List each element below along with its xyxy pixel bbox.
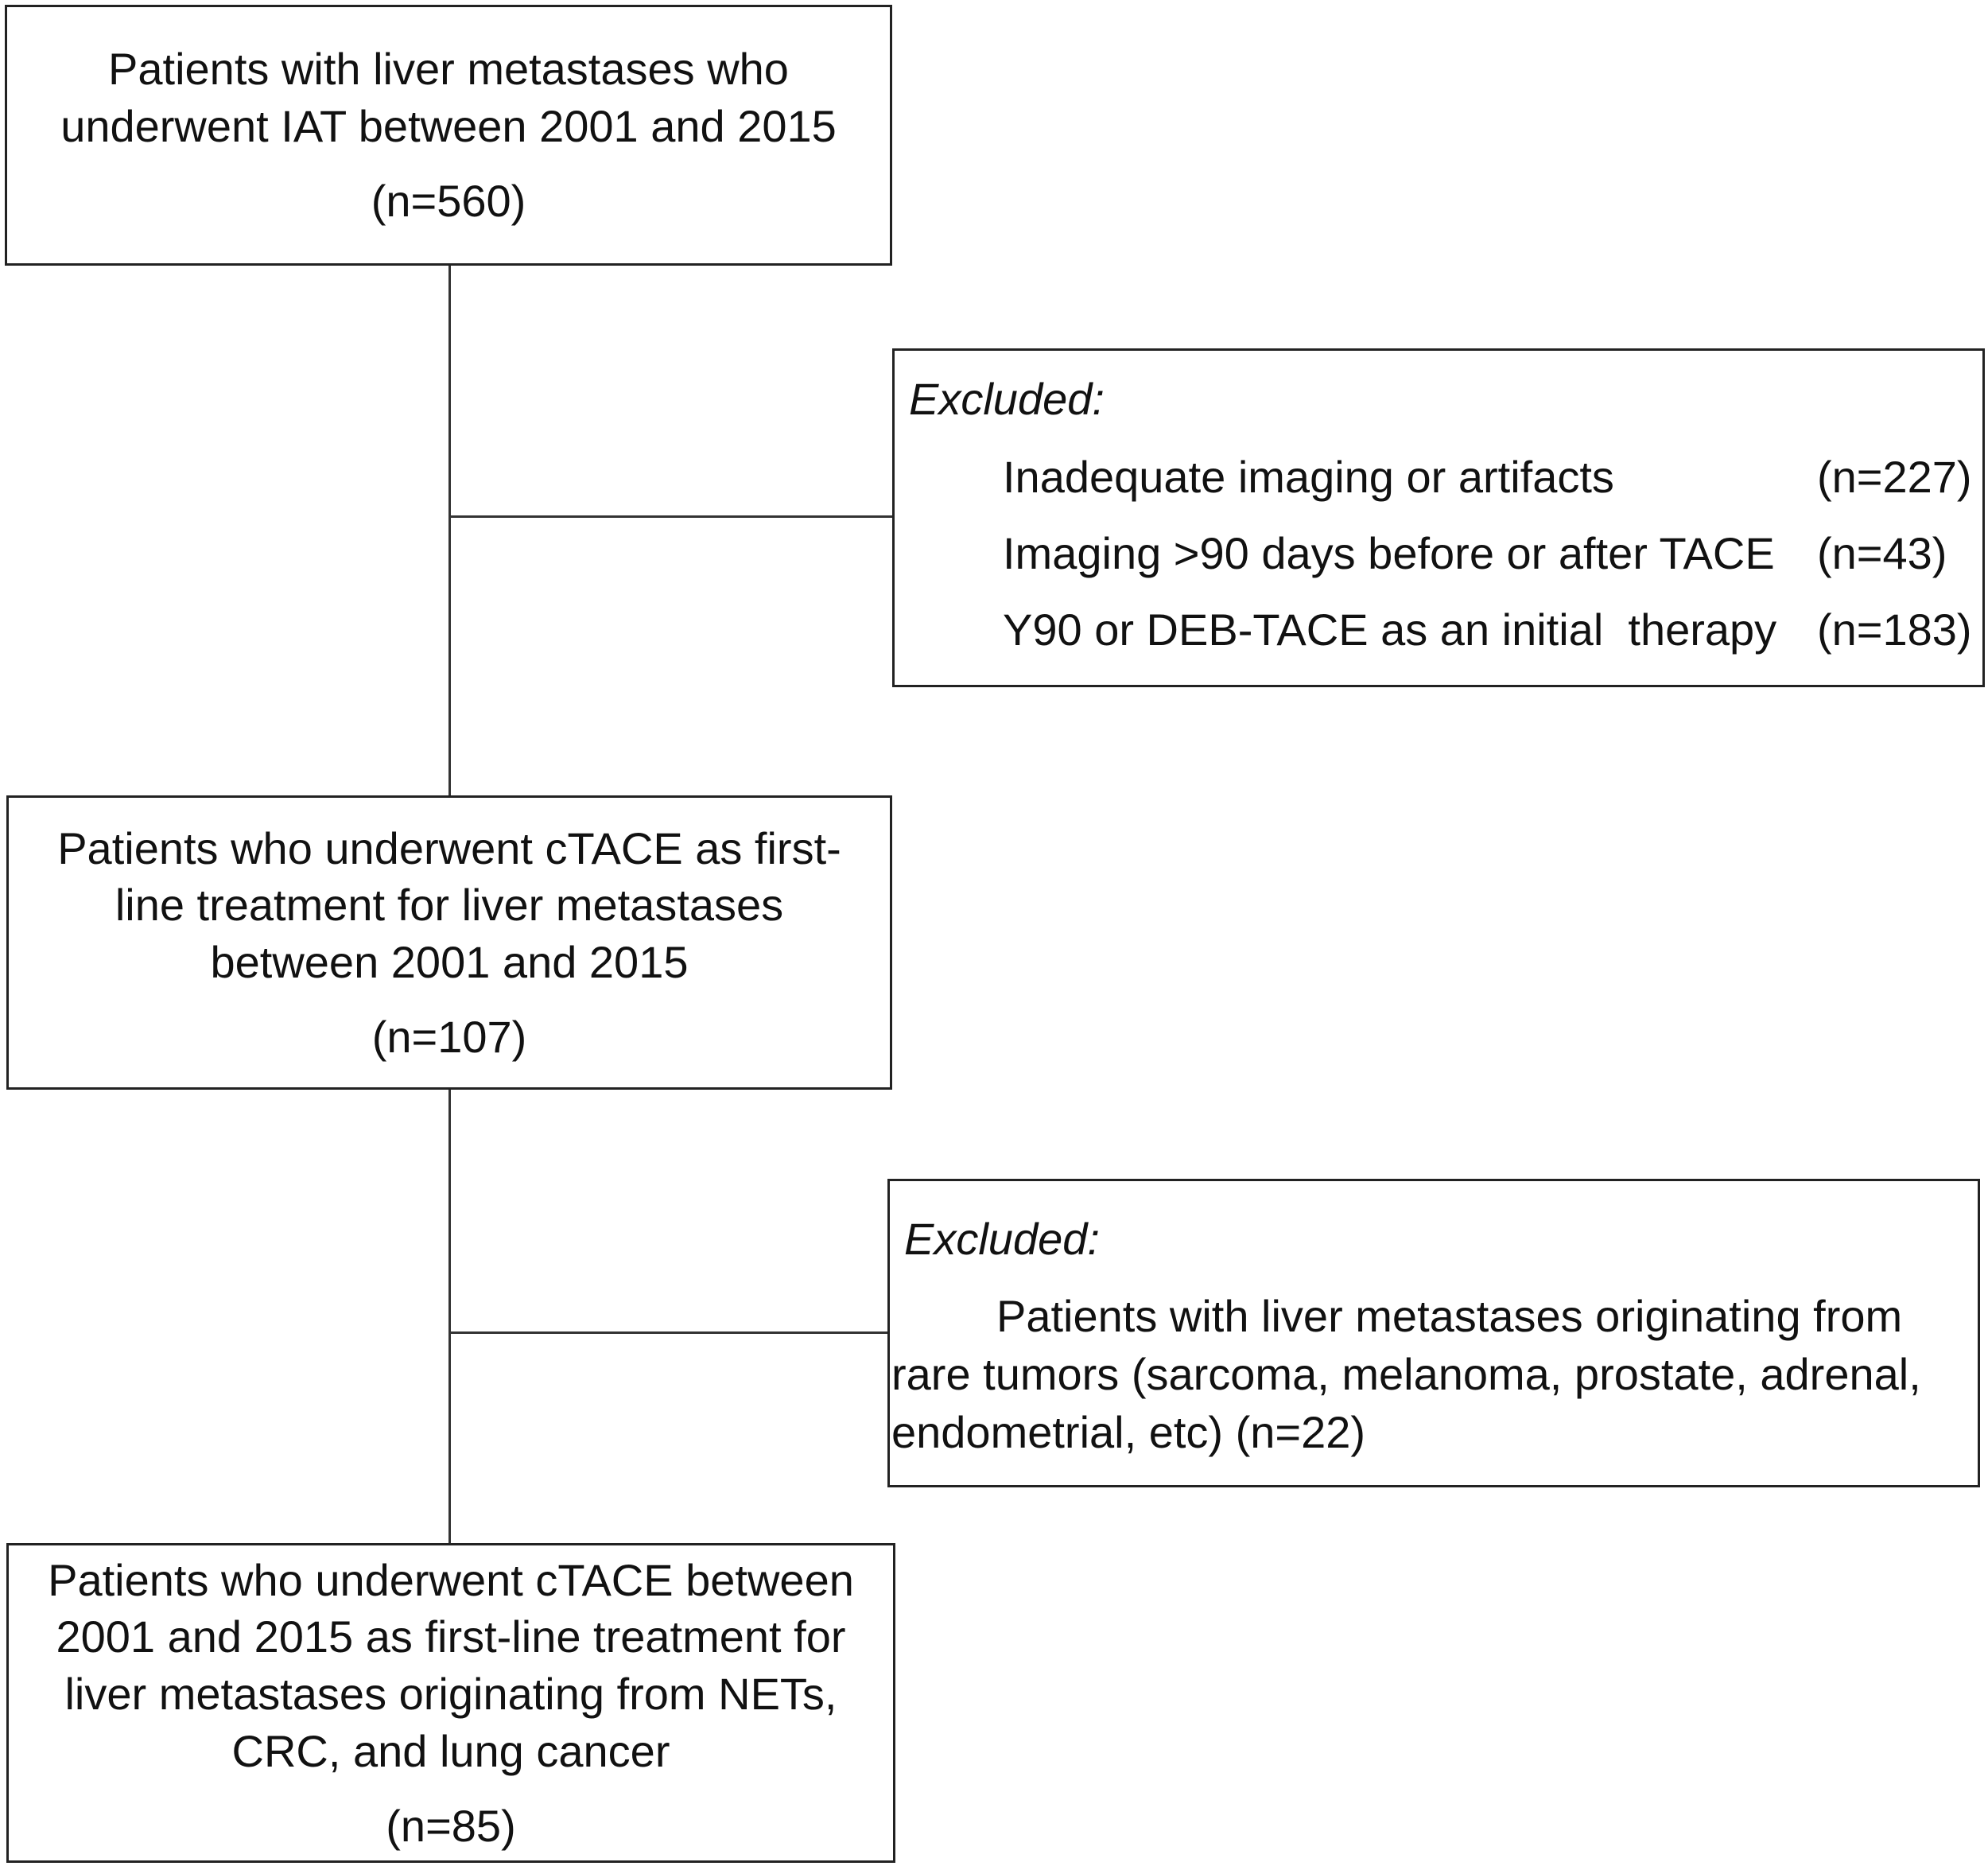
box-initial-cohort-line-1: Patients with liver metastases who	[108, 44, 789, 95]
connector-vertical-1	[448, 264, 451, 795]
connector-vertical-2	[448, 1090, 451, 1543]
exclusion-1-reason-1: Inadequate imaging or artifacts	[1003, 452, 1614, 502]
box-initial-cohort-count: (n=560)	[371, 175, 526, 226]
box-final-cohort: Patients who underwent cTACE between 200…	[6, 1543, 895, 1863]
exclusion-2-line-1: Patients with liver metastases originati…	[996, 1291, 1903, 1341]
box-initial-cohort: Patients with liver metastases who under…	[5, 5, 892, 266]
exclusion-1-reason-2: Imaging >90 days before or after TACE	[1003, 528, 1775, 578]
box-final-cohort-line-2: 2001 and 2015 as first-line treatment fo…	[56, 1611, 846, 1662]
exclusion-1-count-2: (n=43)	[1817, 528, 1947, 578]
exclusion-2-title: Excluded:	[904, 1214, 1100, 1264]
exclusion-box-2: Excluded: Patients with liver metastases…	[887, 1179, 1980, 1487]
box-ctace-cohort: Patients who underwent cTACE as first- l…	[6, 795, 892, 1090]
box-ctace-cohort-count: (n=107)	[371, 1011, 527, 1062]
box-ctace-cohort-line-1: Patients who underwent cTACE as first-	[57, 822, 841, 873]
exclusion-1-reason-3: Y90 or DEB-TACE as an initial therapy	[1003, 605, 1777, 655]
exclusion-2-line-2: rare tumors (sarcoma, melanoma, prostate…	[891, 1348, 1921, 1399]
box-final-cohort-count: (n=85)	[386, 1800, 516, 1851]
exclusion-1-count-1: (n=227)	[1817, 452, 1972, 502]
box-final-cohort-line-4: CRC, and lung cancer	[231, 1725, 670, 1776]
exclusion-1-title: Excluded:	[909, 374, 1105, 424]
exclusion-2-description: Patients with liver metastases originati…	[891, 1288, 1981, 1461]
box-ctace-cohort-line-3: between 2001 and 2015	[210, 937, 689, 987]
box-ctace-cohort-line-2: line treatment for liver metastases	[115, 880, 784, 931]
exclusion-2-line-3: endometrial, etc) (n=22)	[891, 1406, 1366, 1457]
connector-horizontal-2	[450, 1331, 889, 1334]
connector-horizontal-1	[450, 515, 894, 518]
box-initial-cohort-line-2: underwent IAT between 2001 and 2015	[60, 101, 837, 152]
exclusion-1-count-3: (n=183)	[1817, 605, 1972, 655]
box-final-cohort-line-1: Patients who underwent cTACE between	[48, 1554, 854, 1605]
box-final-cohort-line-3: liver metastases originating from NETs,	[64, 1669, 837, 1720]
exclusion-box-1: Excluded: Inadequate imaging or artifact…	[892, 348, 1985, 687]
